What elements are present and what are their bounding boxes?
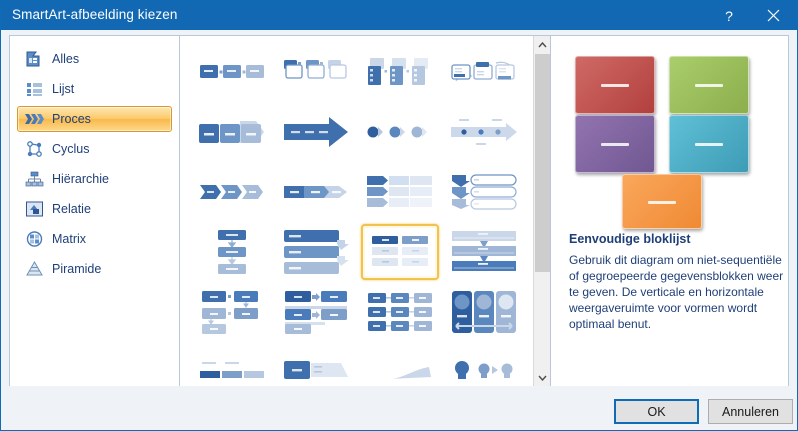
category-list: Alles Lijst xyxy=(10,36,180,386)
gallery-item-increasing-arrow-process[interactable] xyxy=(190,102,274,162)
gallery-item-vertical-bending-process[interactable] xyxy=(190,222,274,282)
gallery-item-step-down-process[interactable] xyxy=(274,42,358,102)
chevron-up-icon xyxy=(538,41,547,47)
preview-block-dash xyxy=(601,84,629,87)
gallery-item-closed-chevron-process[interactable] xyxy=(274,162,358,222)
gallery-item-basic-process[interactable] xyxy=(190,42,274,102)
pyramid-icon xyxy=(22,258,46,280)
gallery-item-basic-block-list[interactable] xyxy=(358,222,442,282)
preview-diagram xyxy=(551,46,788,229)
cycle-icon xyxy=(22,138,46,160)
preview-block-3 xyxy=(575,115,655,173)
sidebar-item-label: Relatie xyxy=(52,202,91,216)
sidebar-item-hierarchie[interactable]: Hiërarchie xyxy=(17,166,172,192)
gallery-item-continuous-block-process[interactable] xyxy=(442,42,526,102)
gallery-item-chevron-list[interactable] xyxy=(358,162,442,222)
sidebar-item-lijst[interactable]: Lijst xyxy=(17,76,172,102)
gallery-item-detailed-process[interactable] xyxy=(358,282,442,342)
scroll-up-button[interactable] xyxy=(534,36,550,53)
help-button[interactable]: ? xyxy=(709,1,749,30)
dialog-content: Alles Lijst xyxy=(9,35,789,387)
gallery-item-equation-process[interactable] xyxy=(190,342,274,386)
gallery-scrollbar[interactable] xyxy=(533,36,550,386)
gallery-item-step-up-process[interactable] xyxy=(274,222,358,282)
matrix-icon xyxy=(22,228,46,250)
sidebar-item-cyclus[interactable]: Cyclus xyxy=(17,136,172,162)
preview-block-1 xyxy=(575,56,655,114)
sidebar-item-piramide[interactable]: Piramide xyxy=(17,256,172,282)
sidebar-item-label: Alles xyxy=(52,52,80,66)
gallery-item-vertical-process-list[interactable] xyxy=(442,162,526,222)
process-icon xyxy=(22,108,46,130)
list-icon xyxy=(22,78,46,100)
gallery-item-basic-arrow-process[interactable] xyxy=(274,102,358,162)
cancel-button[interactable]: Annuleren xyxy=(708,399,793,424)
gallery-item-random-to-result-process[interactable] xyxy=(442,342,526,386)
preview-block-5 xyxy=(622,174,702,229)
ok-button[interactable]: OK xyxy=(614,399,699,424)
sidebar-item-label: Lijst xyxy=(52,82,75,96)
gallery-item-gear-process[interactable] xyxy=(358,342,442,386)
all-shapes-icon xyxy=(22,48,46,70)
close-button[interactable] xyxy=(753,1,793,30)
scroll-down-button[interactable] xyxy=(534,369,550,386)
question-mark-icon: ? xyxy=(725,7,733,24)
gallery-item-vertical-arrow-list[interactable] xyxy=(442,222,526,282)
hierarchy-icon xyxy=(22,168,46,190)
preview-block-dash xyxy=(695,84,723,87)
gallery-item-sub-step-process[interactable] xyxy=(190,282,274,342)
gallery-item-circle-picture-process[interactable] xyxy=(442,282,526,342)
preview-block-2 xyxy=(669,56,749,114)
gallery-item-basic-chevron-process[interactable] xyxy=(190,162,274,222)
gallery-item-phased-process[interactable] xyxy=(274,282,358,342)
sidebar-item-relatie[interactable]: Relatie xyxy=(17,196,172,222)
sidebar-item-matrix[interactable]: Matrix xyxy=(17,226,172,252)
preview-pane: Eenvoudige bloklijst Gebruik dit diagram… xyxy=(551,36,788,386)
gallery-item-process-arrows[interactable] xyxy=(358,102,442,162)
sidebar-item-label: Cyclus xyxy=(52,142,90,156)
preview-block-dash xyxy=(648,200,676,204)
sidebar-item-label: Hiërarchie xyxy=(52,172,109,186)
gallery-item-arrow-ribbon[interactable] xyxy=(442,102,526,162)
chevron-down-icon xyxy=(538,375,547,381)
gallery-item-accent-process[interactable] xyxy=(358,42,442,102)
sidebar-item-alles[interactable]: Alles xyxy=(17,46,172,72)
title-bar: SmartArt-afbeelding kiezen ? xyxy=(1,1,797,30)
preview-title: Eenvoudige bloklijst xyxy=(569,232,691,246)
window-title: SmartArt-afbeelding kiezen xyxy=(12,7,178,22)
preview-description: Gebruik dit diagram om niet-sequentiële … xyxy=(569,253,784,331)
preview-block-dash xyxy=(695,143,723,146)
gallery-grid xyxy=(190,42,526,386)
sidebar-item-label: Piramide xyxy=(52,262,102,276)
sidebar-item-label: Matrix xyxy=(52,232,87,246)
sidebar-item-proces[interactable]: Proces xyxy=(17,106,172,132)
preview-block-4 xyxy=(669,115,749,173)
smartart-gallery[interactable] xyxy=(180,36,551,386)
sidebar-item-label: Proces xyxy=(52,112,91,126)
scrollbar-thumb[interactable] xyxy=(535,54,550,272)
gallery-item-funnel-process[interactable] xyxy=(274,342,358,386)
preview-block-dash xyxy=(601,143,629,146)
close-icon xyxy=(767,9,779,22)
relationship-icon xyxy=(22,198,46,220)
